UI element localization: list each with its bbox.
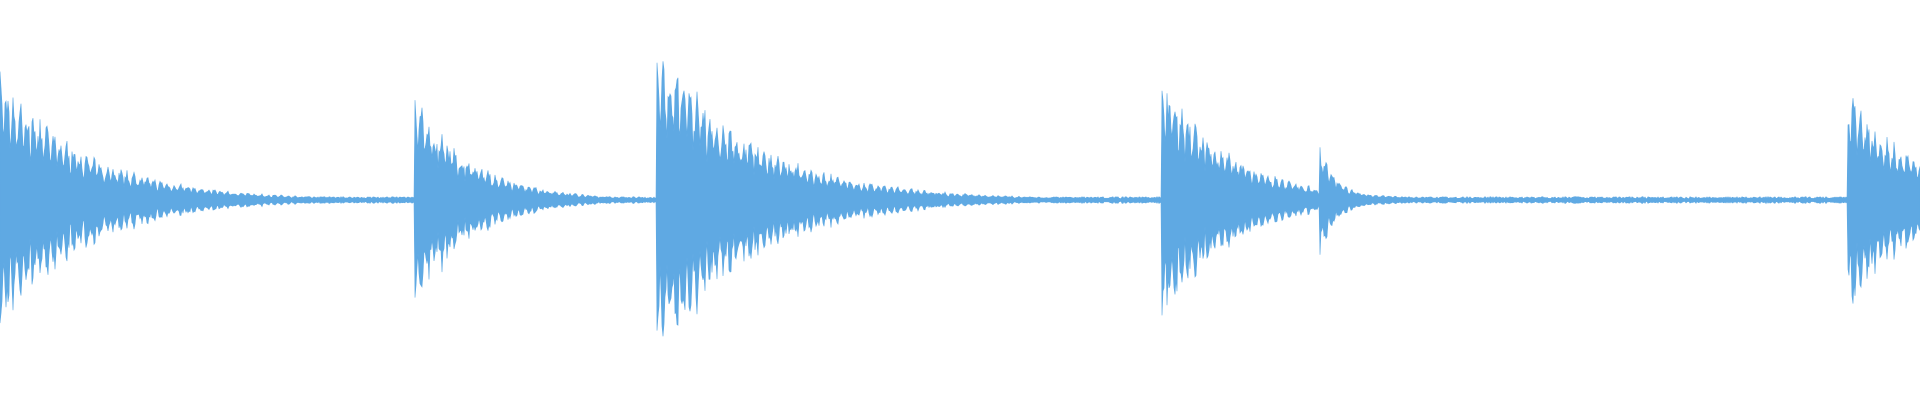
waveform-envelope [0,61,1920,337]
